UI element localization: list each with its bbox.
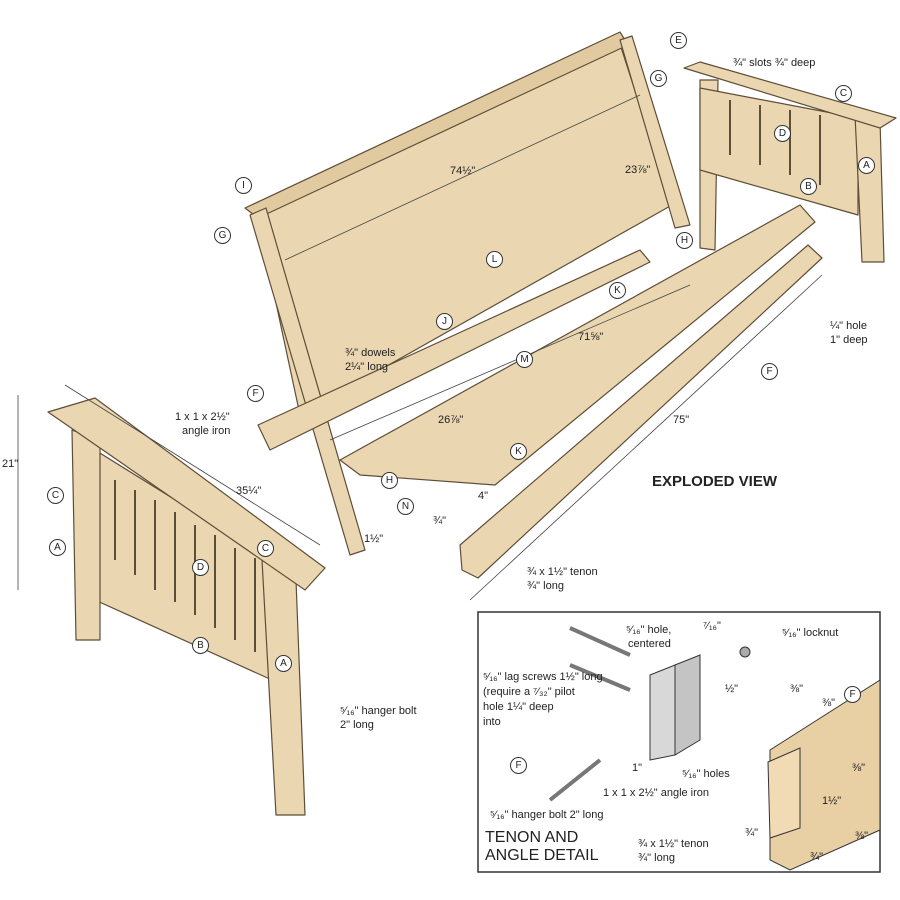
front-rail xyxy=(459,244,823,579)
dim-tenon: ¾ x 1½" tenon xyxy=(527,566,598,578)
back-rail xyxy=(257,249,651,451)
part-label-b: B xyxy=(800,178,817,195)
detail-three-eighths-c: ⅜" xyxy=(852,762,866,774)
dim-back-height: 23⅞" xyxy=(625,164,651,176)
part-label-b: B xyxy=(192,637,209,654)
dim-hanger-bolt: ⁵⁄₁₆" hanger bolt xyxy=(340,705,417,717)
part-label-f: F xyxy=(844,686,861,703)
part-label-k: K xyxy=(510,443,527,460)
part-label-k: K xyxy=(609,282,626,299)
dim-angle-iron: 1 x 1 x 2½" xyxy=(175,411,230,423)
dim-tenon-length: ¾" long xyxy=(527,580,564,592)
part-label-f: F xyxy=(247,385,264,402)
part-label-i: I xyxy=(235,177,252,194)
back-leg-right xyxy=(619,35,691,229)
left-leg-back xyxy=(71,429,101,641)
part-label-g: G xyxy=(650,70,667,87)
detail-lag-screws-2: (require a ⁷⁄₃₂" pilot xyxy=(483,686,575,698)
detail-lag-screws-into: into xyxy=(483,716,501,728)
part-label-n: N xyxy=(397,498,414,515)
part-label-j: J xyxy=(436,313,453,330)
detail-three-eighths-b: ⅜" xyxy=(822,697,836,709)
dim-three-quarter: ¾" xyxy=(433,515,447,527)
dim-seat-depth: 26⅞" xyxy=(438,414,464,426)
detail-lag-screws: ⁵⁄₁₆" lag screws 1½" long xyxy=(483,671,603,683)
part-label-l: L xyxy=(486,251,503,268)
back-leg-left xyxy=(249,207,366,556)
right-end-panel xyxy=(699,87,859,216)
detail-hanger-bolt: ⁵⁄₁₆" hanger bolt 2" long xyxy=(490,809,604,821)
left-arm xyxy=(47,397,326,591)
dim-arm-depth: 35¼" xyxy=(236,485,262,497)
detail-tenon-length: ¾" long xyxy=(638,852,675,864)
left-leg-front xyxy=(261,559,306,816)
part-label-g: G xyxy=(214,227,231,244)
dim-dowels: ¾" dowels xyxy=(345,347,396,359)
dimension-lines xyxy=(17,94,823,601)
part-label-c: C xyxy=(835,85,852,102)
detail-art xyxy=(548,626,881,871)
detail-three-eighths-a: ⅜" xyxy=(790,683,804,695)
detail-locknut: ⁵⁄₁₆" locknut xyxy=(782,627,839,639)
detail-lag-screws-3: hole 1¼" deep xyxy=(483,701,554,713)
detail-title-line1: TENON AND xyxy=(485,829,579,846)
detail-half: ½" xyxy=(725,683,739,695)
detail-holes: ⁵⁄₁₆" holes xyxy=(682,768,730,780)
dim-rail-length: 75" xyxy=(673,414,690,426)
part-label-e: E xyxy=(670,32,687,49)
part-label-f: F xyxy=(510,757,527,774)
dim-one-half: 1½" xyxy=(364,533,384,545)
detail-three-quarter-a: ¾" xyxy=(745,827,759,839)
dim-four: 4" xyxy=(478,490,489,502)
detail-hole-centered-2: centered xyxy=(628,638,671,650)
dim-height: 21" xyxy=(2,458,19,470)
part-label-d: D xyxy=(774,125,791,142)
dim-hole-depth: 1" deep xyxy=(830,334,868,346)
part-label-a: A xyxy=(275,655,292,672)
right-end-arm xyxy=(683,61,897,129)
right-end-leg-front xyxy=(854,114,885,263)
detail-seven-sixteenths: ⁷⁄₁₆" xyxy=(703,620,721,632)
part-label-m: M xyxy=(516,351,533,368)
exploded-view-title: EXPLODED VIEW xyxy=(652,473,778,490)
detail-title-line2: ANGLE DETAIL xyxy=(485,847,599,864)
dim-dowels-length: 2¼" long xyxy=(345,361,389,373)
part-label-a: A xyxy=(858,157,875,174)
detail-tenon: ¾ x 1½" tenon xyxy=(638,838,709,850)
detail-one-half: 1½" xyxy=(822,795,842,807)
detail-three-eighths-d: ⅜" xyxy=(855,830,869,842)
detail-three-quarter-b: ¾" xyxy=(810,851,824,863)
dim-slots: ¾" slots ¾" deep xyxy=(733,57,816,69)
part-label-h: H xyxy=(381,472,398,489)
part-label-f: F xyxy=(761,363,778,380)
detail-hole-centered: ⁵⁄₁₆" hole, xyxy=(626,624,672,636)
part-label-c: C xyxy=(47,487,64,504)
seat-deck xyxy=(339,204,816,486)
dim-hole: ¼" hole xyxy=(830,320,867,332)
part-label-c: C xyxy=(257,540,274,557)
dim-seat-width: 71⅝" xyxy=(578,331,604,343)
part-label-a: A xyxy=(49,539,66,556)
dim-hanger-bolt-length: 2" long xyxy=(340,719,374,731)
detail-angle-iron: 1 x 1 x 2½" angle iron xyxy=(603,787,710,799)
dim-back-width: 74½" xyxy=(450,165,476,177)
dim-angle-iron-label: angle iron xyxy=(182,425,231,437)
part-label-d: D xyxy=(192,559,209,576)
detail-one-inch: 1" xyxy=(632,762,643,774)
part-label-h: H xyxy=(676,232,693,249)
